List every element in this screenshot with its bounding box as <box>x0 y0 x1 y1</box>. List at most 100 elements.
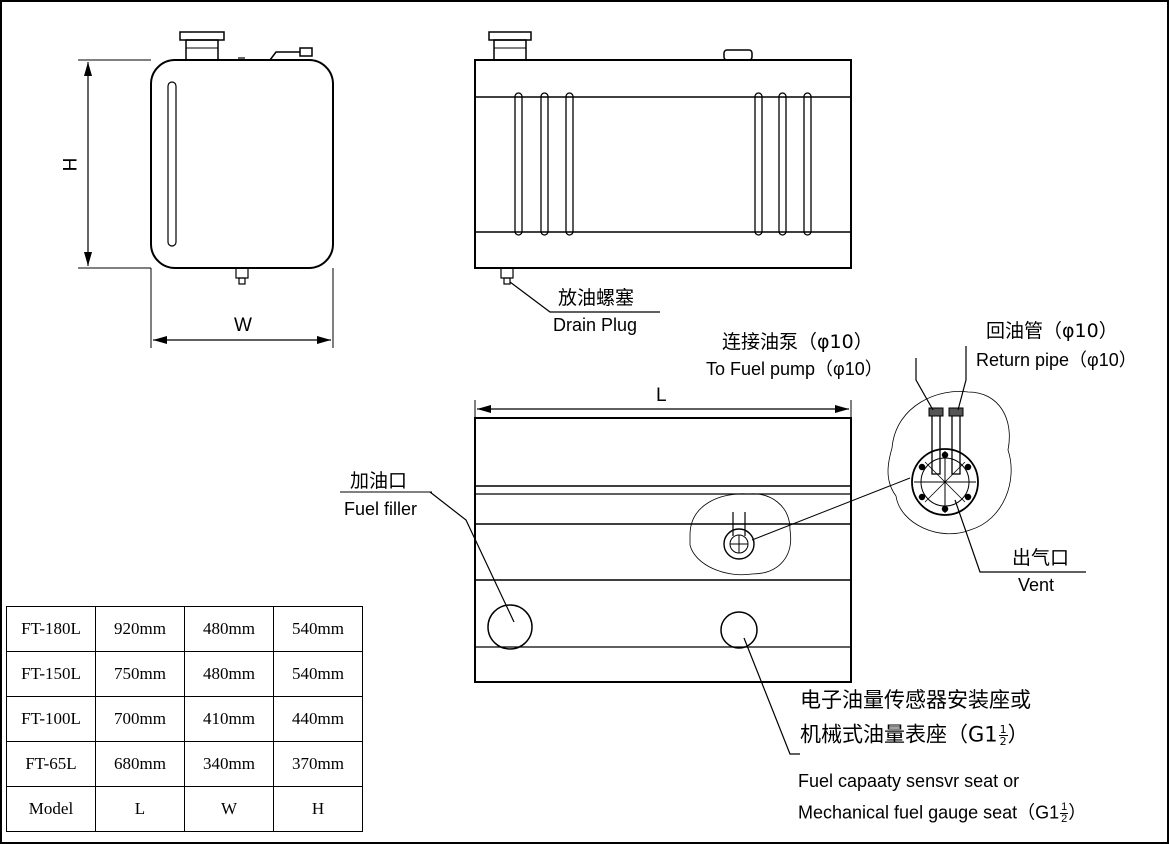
top-view-body <box>474 417 852 683</box>
table-row: FT-150L 750mm 480mm 540mm <box>6 651 363 697</box>
table-cell: FT-150L <box>6 651 96 697</box>
detail-pump-cap <box>928 407 944 417</box>
detail-bolt-2 <box>964 463 972 471</box>
sensor-seat-cn-2-end: ） <box>1007 722 1029 747</box>
side-filler-cap <box>179 31 225 41</box>
top-fitting-circle <box>723 528 755 560</box>
detail-return-pipe <box>951 411 961 475</box>
pump-label-en: To Fuel pump（φ10） <box>706 359 883 379</box>
table-row: FT-65L 680mm 340mm 370mm <box>6 741 363 787</box>
table-cell: 750mm <box>95 651 185 697</box>
sensor-seat-leader <box>743 637 800 755</box>
detail-return-cap <box>948 407 964 417</box>
table-cell: 480mm <box>184 651 274 697</box>
height-dimension-label: H <box>60 157 82 172</box>
table-row: FT-180L 920mm 480mm 540mm <box>6 606 363 652</box>
side-drain-plug <box>235 267 249 279</box>
front-filler-cap <box>488 31 532 41</box>
fuel-filler-label-cn: 加油口 <box>350 470 408 492</box>
w-arrow-right <box>317 336 331 344</box>
sensor-seat-en-2-end: ） <box>1068 802 1087 823</box>
table-header-cell: Model <box>6 786 96 832</box>
front-rib-5 <box>778 92 787 236</box>
table-header-cell: W <box>184 786 274 832</box>
top-view <box>474 400 911 683</box>
sensor-circle <box>720 611 758 649</box>
fuel-filler-label-en: Fuel filler <box>344 499 418 519</box>
table-cell: FT-180L <box>6 606 96 652</box>
table-header-cell: H <box>273 786 363 832</box>
front-rib-2 <box>540 92 549 236</box>
side-view-body <box>150 59 334 269</box>
table-row: FT-100L 700mm 410mm 440mm <box>6 696 363 742</box>
fuel-filler-leader <box>429 491 515 623</box>
vent-label-en: Vent <box>1018 575 1055 595</box>
table-cell: 340mm <box>184 741 274 787</box>
detail-bolt-3 <box>964 493 972 501</box>
detail-diag-2 <box>924 461 966 503</box>
drain-plug-label-en: Drain Plug <box>553 315 638 335</box>
fitting-detail <box>887 391 1012 535</box>
table-cell: 370mm <box>273 741 363 787</box>
sensor-seat-en-2-text: Mechanical fuel gauge seat（G1 <box>798 802 1060 823</box>
front-rib-6 <box>803 92 812 236</box>
side-filler-neck <box>185 39 219 61</box>
table-cell: 680mm <box>95 741 185 787</box>
pump-leader <box>915 358 934 411</box>
detail-bolt-6 <box>918 463 926 471</box>
table-cell: 410mm <box>184 696 274 742</box>
l-arrow-left <box>477 405 491 413</box>
front-rib-1 <box>514 92 523 236</box>
drain-plug-label-cn: 放油螺塞 <box>558 287 635 309</box>
front-drain-plug-tip <box>503 277 511 285</box>
table-cell: 540mm <box>273 651 363 697</box>
side-view-slot <box>167 81 177 247</box>
table-cell: 920mm <box>95 606 185 652</box>
detail-link-line <box>751 477 911 541</box>
front-view <box>474 31 852 313</box>
detail-cloud <box>887 391 1012 535</box>
detail-flange <box>911 448 979 516</box>
table-cell: 480mm <box>184 606 274 652</box>
vent-leader <box>954 499 1086 573</box>
return-leader <box>957 346 967 411</box>
detail-bolt-4 <box>941 505 949 513</box>
h-arrow-bottom <box>84 252 92 266</box>
detail-bolt-5 <box>918 493 926 501</box>
h-arrow-top <box>84 62 92 76</box>
table-cell: 700mm <box>95 696 185 742</box>
front-rib-3 <box>565 92 574 236</box>
side-drain-plug-tip <box>238 277 246 285</box>
sensor-seat-cn-2-text: 机械式油量表座（G1 <box>800 722 998 747</box>
table-cell: FT-65L <box>6 741 96 787</box>
w-arrow-left <box>153 336 167 344</box>
spec-table: FT-180L 920mm 480mm 540mm FT-150L 750mm … <box>6 606 363 832</box>
vent-label-cn: 出气口 <box>1012 547 1070 569</box>
detail-bolt-1 <box>941 451 949 459</box>
filler-circle <box>487 604 533 650</box>
front-view-body <box>474 59 852 269</box>
side-view <box>78 31 334 348</box>
side-vent-fitting <box>269 47 313 61</box>
detail-pump-pipe <box>931 411 941 475</box>
pump-label-cn: 连接油泵（φ10） <box>722 331 873 353</box>
front-gauge-fitting <box>723 49 753 61</box>
table-header-cell: L <box>95 786 185 832</box>
table-cell: 540mm <box>273 606 363 652</box>
table-cell: 440mm <box>273 696 363 742</box>
front-filler-neck <box>493 39 527 61</box>
width-dimension-label: W <box>234 315 252 336</box>
front-rib-4 <box>754 92 763 236</box>
return-pipe-label-cn: 回油管（φ10） <box>986 320 1118 342</box>
top-fitting-cloud <box>689 493 792 576</box>
front-drain-plug <box>500 267 514 279</box>
table-header-row: Model L W H <box>6 786 363 832</box>
sensor-seat-label-en-1: Fuel capaaty sensvr seat or <box>798 771 1020 791</box>
table-cell: FT-100L <box>6 696 96 742</box>
